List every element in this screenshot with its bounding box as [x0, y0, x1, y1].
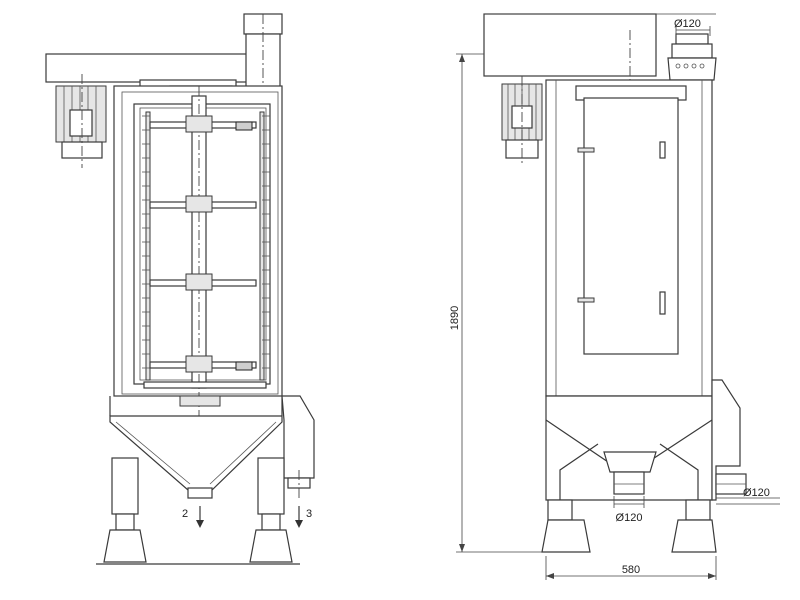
front-view: 1890 580 Ø120 Ø120	[449, 13, 780, 580]
bottom-bearing	[179, 395, 221, 407]
inlet-duct	[245, 33, 281, 89]
width-dimension-text: 580	[622, 564, 640, 576]
top-outlet-dimension: Ø120	[484, 13, 716, 36]
bottom-outlet-dimension: Ø120	[613, 496, 645, 524]
door-latch-bottom	[659, 291, 666, 315]
outlet-3-arrow	[295, 506, 303, 528]
front-side-chute	[711, 379, 741, 501]
outlet-2-arrow	[196, 506, 204, 528]
top-outlet-diameter-text: Ø120	[674, 18, 701, 30]
foot-right	[249, 529, 293, 563]
screen-ticks	[142, 115, 270, 369]
front-top-plate	[483, 13, 657, 77]
side-chute	[281, 395, 315, 479]
terminal-box	[69, 109, 93, 137]
rotor-cage	[133, 86, 271, 500]
height-dimension: 1890	[449, 53, 542, 553]
leg-left	[111, 457, 139, 515]
front-motor	[501, 76, 543, 166]
door-latch-top	[659, 141, 666, 159]
width-dimension: 580	[545, 556, 717, 580]
bottom-outlet	[613, 471, 645, 495]
bottom-outlet-diameter-text: Ø120	[616, 512, 643, 524]
outlet-2-spout	[187, 487, 213, 499]
door-hinge-bottom	[577, 297, 595, 303]
legs	[96, 457, 300, 565]
top-outlet-base	[667, 57, 717, 81]
door-hinge-top	[577, 147, 595, 153]
top-outlet	[671, 43, 713, 59]
side-outlet-diameter-text: Ø120	[743, 487, 770, 499]
side-outlet-dimension: Ø120	[716, 487, 780, 505]
housing-inner	[121, 91, 279, 395]
outlet-2-label: 2	[182, 508, 188, 520]
front-foot-left	[541, 519, 591, 553]
leg-right	[257, 457, 285, 515]
top-plate	[45, 53, 275, 83]
access-door	[583, 97, 679, 355]
foot-left	[103, 529, 147, 563]
outlet-3-label: 3	[306, 508, 312, 520]
height-dimension-text: 1890	[449, 306, 461, 330]
front-foot-right	[671, 519, 717, 553]
top-outlet-collar	[675, 33, 709, 45]
motor	[55, 74, 107, 168]
side-section-view: 2 3	[45, 13, 315, 565]
